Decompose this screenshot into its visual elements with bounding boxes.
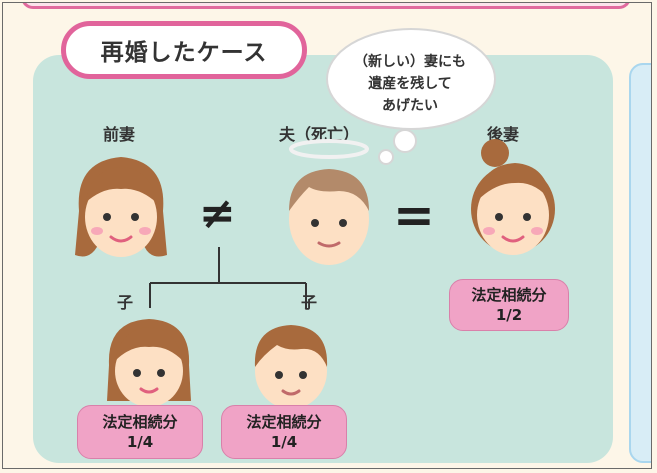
- share-title: 法定相続分: [246, 413, 322, 431]
- diagram-frame: 再婚したケース （新しい）妻にも 遺産を残して あげたい 前妻 夫（死亡） 後妻…: [2, 2, 652, 469]
- share-value: 1/2: [495, 306, 523, 324]
- child-right-share-badge: 法定相続分 1/4: [221, 405, 347, 459]
- not-equal-symbol: ≠: [199, 188, 236, 239]
- equal-symbol: =: [393, 186, 435, 244]
- former-wife-label: 前妻: [103, 125, 136, 144]
- later-wife-face-icon: [471, 139, 555, 255]
- side-panel: [629, 63, 651, 463]
- share-title: 法定相続分: [102, 413, 178, 431]
- bubble-line: （新しい）妻にも: [354, 54, 466, 70]
- child-right-face-icon: [254, 325, 328, 409]
- bubble-line: 遺産を残して: [368, 76, 452, 92]
- share-title: 法定相続分: [471, 286, 547, 304]
- thought-bubble-text: （新しい）妻にも 遺産を残して あげたい: [335, 51, 485, 117]
- child-left-face-icon: [107, 319, 191, 407]
- child-left-label: 子: [117, 293, 134, 312]
- title-text: 再婚したケース: [100, 40, 268, 66]
- bubble-line: あげたい: [382, 98, 438, 114]
- husband-face-icon: [289, 139, 369, 265]
- husband-label: 夫（死亡）: [279, 125, 360, 144]
- share-value: 1/4: [126, 433, 154, 451]
- former-wife-face-icon: [75, 157, 167, 257]
- later-wife-share-badge: 法定相続分 1/2: [449, 279, 569, 331]
- thought-bubble: [326, 28, 496, 165]
- title-box: 再婚したケース: [61, 21, 307, 79]
- child-left-share-badge: 法定相続分 1/4: [77, 405, 203, 459]
- child-right-label: 子: [301, 293, 318, 312]
- share-value: 1/4: [270, 433, 298, 451]
- family-tree-lines: [149, 247, 307, 308]
